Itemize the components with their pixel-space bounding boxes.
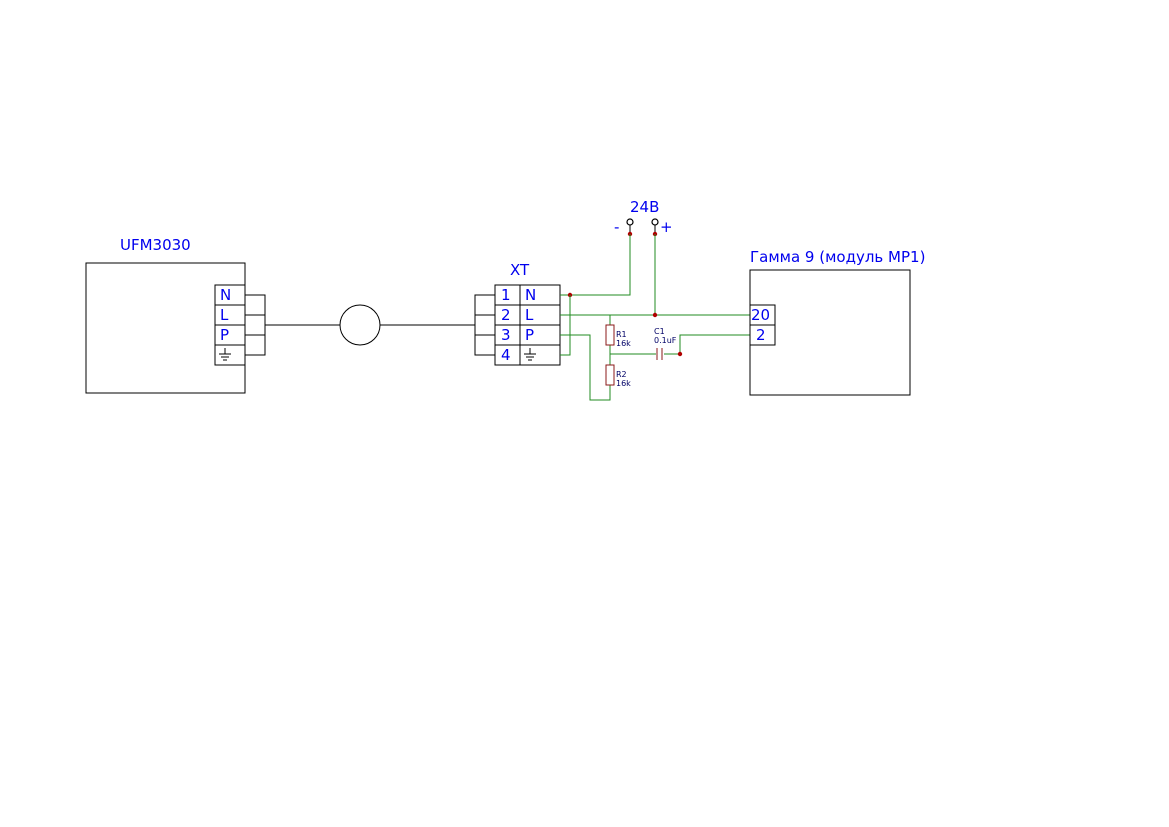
capacitor-c1: C1 0.1uF — [654, 327, 677, 360]
green-wiring — [560, 234, 750, 401]
power-minus-label: - — [614, 218, 619, 236]
gamma9-pin-2: 2 — [756, 326, 766, 344]
resistor-r2: R2 16k — [605, 364, 631, 388]
r2-value: 16k — [616, 379, 631, 388]
xt-pin-l: L — [525, 306, 534, 324]
c1-ref: C1 — [654, 327, 665, 336]
gamma9-block: Гамма 9 (модуль МР1) 20 2 — [749, 248, 925, 396]
xt-num-3: 3 — [501, 326, 511, 344]
cable-circle — [339, 304, 381, 346]
c1-value: 0.1uF — [654, 336, 677, 345]
ufm3030-pin-l: L — [220, 306, 229, 324]
ufm3030-terminal-tabs — [244, 294, 266, 356]
resistor-r1: R1 16k — [605, 324, 631, 348]
xt-title: XT — [510, 261, 530, 279]
ufm3030-title: UFM3030 — [120, 236, 191, 254]
xt-num-2: 2 — [501, 306, 511, 324]
xt-block: XT 1 2 3 4 N L P — [474, 261, 561, 366]
xt-pin-p: P — [525, 326, 534, 344]
xt-num-1: 1 — [501, 286, 511, 304]
xt-num-4: 4 — [501, 346, 511, 364]
xt-left-tabs — [474, 294, 496, 356]
gamma9-box — [749, 269, 911, 396]
cable — [265, 304, 475, 346]
power-minus-terminal — [626, 218, 634, 226]
xt-pin-n: N — [525, 286, 536, 304]
r1-value: 16k — [616, 339, 631, 348]
ufm3030-pin-p: P — [220, 326, 229, 344]
ufm3030-block: UFM3030 N L P — [85, 236, 266, 394]
gamma9-pin-20: 20 — [751, 306, 770, 324]
power-label: 24В — [630, 198, 659, 216]
ufm3030-pin-n: N — [220, 286, 231, 304]
power-supply-24v: 24В - + — [614, 198, 673, 237]
power-plus-terminal — [651, 218, 659, 226]
r2-ref: R2 — [616, 370, 627, 379]
xt-ground-icon — [524, 348, 536, 361]
gamma9-title: Гамма 9 (модуль МР1) — [750, 248, 925, 266]
power-plus-label: + — [660, 218, 673, 236]
ufm3030-ground-icon — [219, 348, 231, 361]
r1-ref: R1 — [616, 330, 627, 339]
